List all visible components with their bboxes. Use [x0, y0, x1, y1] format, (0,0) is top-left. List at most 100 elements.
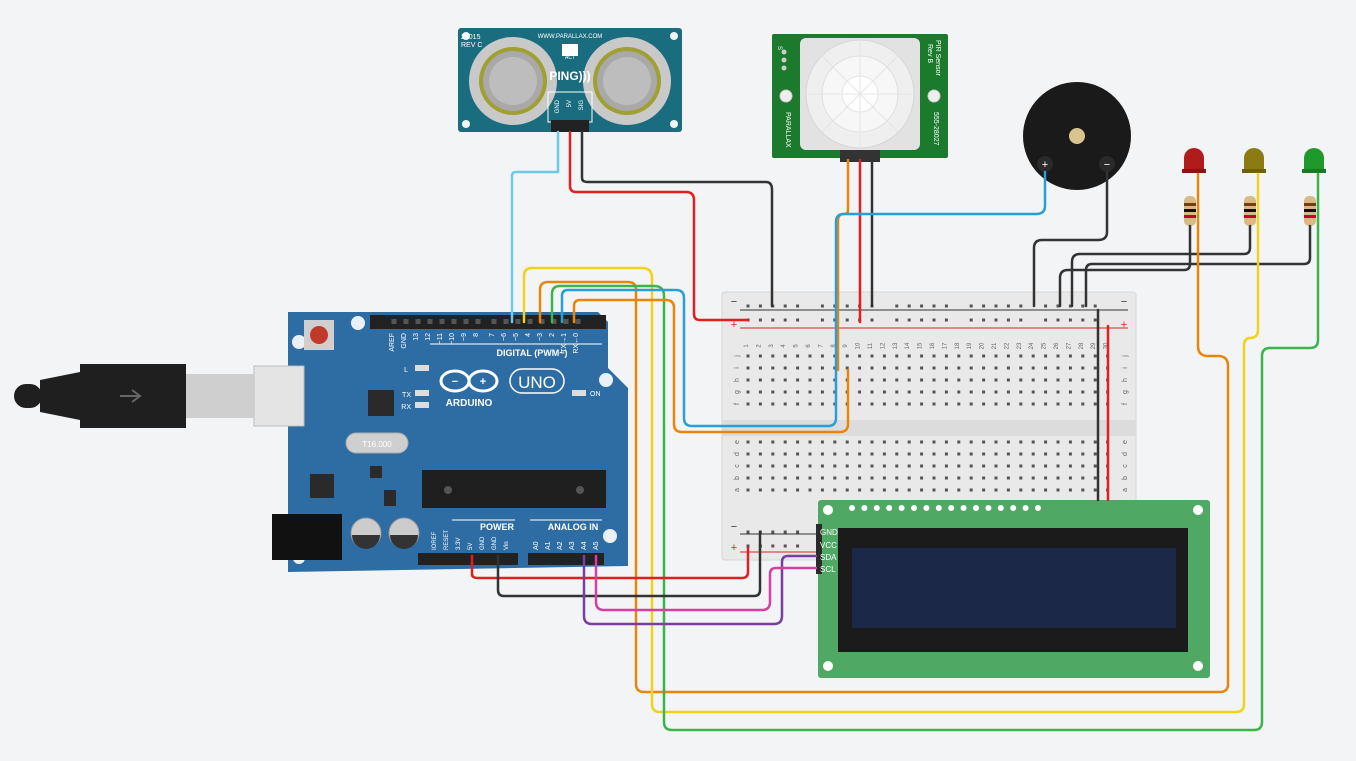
wire-buzzer-neg[interactable] [1032, 170, 1109, 308]
analog-pin-label: A2 [557, 541, 564, 550]
digital-pin-label: GND [401, 333, 408, 349]
digital-pin-label: 4 [525, 333, 532, 337]
wire-led-red-gnd[interactable] [1058, 224, 1192, 308]
power-pin-label: RESET [444, 530, 450, 550]
breadboard-column-label: 2 [756, 344, 762, 348]
resistor-yellow-led[interactable] [1244, 196, 1256, 226]
analog-label: ANALOG IN [548, 522, 599, 532]
ping-pin-sig: SIG [579, 100, 585, 111]
rail-minus-label: − [731, 521, 737, 533]
power-label: POWER [480, 522, 515, 532]
breadboard-column-label: 21 [992, 342, 998, 349]
breadboard-column-label: 27 [1066, 342, 1072, 349]
led-tx-label: TX [402, 392, 411, 399]
crystal-label: T16.000 [362, 440, 392, 449]
led-green[interactable] [1302, 148, 1326, 173]
breadboard-column-label: 30 [1104, 342, 1110, 349]
pir-pin-s: S [776, 46, 782, 50]
digital-pin-label: 13 [413, 333, 420, 341]
rail-plus-label: + [1121, 319, 1127, 331]
wire-d2-orange[interactable] [572, 298, 850, 434]
wire-ping-gnd[interactable] [580, 130, 774, 308]
resistor-green-led[interactable] [1304, 196, 1316, 226]
power-pin-label: Vin [504, 541, 510, 550]
pir-rev: Rev B [926, 44, 933, 63]
digital-pin-label: ~6 [501, 333, 508, 341]
rail-plus-label: + [731, 319, 737, 331]
breadboard-row-label: f [734, 403, 741, 405]
pir-sensor[interactable]: S PIR Sensor Rev B 555-28027 PARALLAX [772, 34, 948, 162]
usb-cable-icon [14, 364, 305, 428]
analog-pin-label: A0 [533, 541, 540, 550]
breadboard-column-label: 3 [769, 344, 775, 348]
ping-ultrasonic-sensor[interactable]: 28015 REV C WWW.PARALLAX.COM ACT PING)))… [458, 28, 682, 132]
breadboard-row-label: b [734, 476, 741, 480]
wire-led-red-anode[interactable] [538, 172, 1230, 694]
breadboard-row-label: b [1122, 476, 1129, 480]
wire-gnd-black[interactable] [496, 530, 762, 598]
wire-ping-5v[interactable] [568, 130, 750, 322]
wire-led-green-anode[interactable] [550, 172, 1320, 732]
reset-button-icon[interactable] [304, 320, 334, 350]
digital-pin-label: 7 [489, 333, 496, 337]
analog-pin-label: A3 [569, 541, 576, 550]
pir-brand: PARALLAX [784, 112, 791, 148]
usb-chip [368, 390, 394, 416]
breadboard-row-label: g [1122, 390, 1129, 394]
wire-led-yellow-gnd[interactable] [1070, 224, 1252, 308]
breadboard-row-label: i [734, 367, 741, 369]
breadboard-column-label: 26 [1054, 342, 1060, 349]
breadboard-row-label: c [1122, 464, 1129, 468]
ping-brand: PING))) [549, 69, 590, 83]
wire-led-yellow-anode[interactable] [522, 172, 1260, 714]
led-yellow[interactable] [1242, 148, 1266, 173]
resistor-red-led[interactable] [1184, 196, 1196, 226]
breadboard-row-label: d [734, 452, 741, 456]
digital-pin-label: ~3 [537, 333, 544, 341]
lcd-header-holes [849, 505, 1041, 511]
svg-text:−: − [452, 376, 458, 388]
breadboard-column-label: 15 [918, 342, 924, 349]
lcd-screen [852, 548, 1176, 628]
wire-a4-sda[interactable] [582, 554, 818, 626]
breadboard-column-label: 10 [856, 342, 862, 349]
breadboard-column-label: 17 [942, 342, 948, 349]
breadboard-column-label: 25 [1042, 342, 1048, 349]
digital-pin-label: RX←0 [573, 333, 580, 354]
digital-pin-label: ~5 [513, 333, 520, 341]
digital-pin-label: ~9 [461, 333, 468, 341]
piezo-buzzer[interactable]: + − [1023, 82, 1131, 190]
breadboard-column-label: 12 [880, 342, 886, 349]
digital-pin-label: 12 [425, 333, 432, 341]
wire-a5-scl[interactable] [594, 554, 818, 612]
breadboard-row-label: e [1122, 440, 1129, 444]
breadboard-column-label: 24 [1029, 342, 1035, 349]
ping-part: 28015 [461, 34, 481, 41]
breadboard-column-label: 6 [806, 344, 812, 348]
breadboard-column-label: 23 [1017, 342, 1023, 349]
breadboard-row-label: a [1122, 488, 1129, 492]
breadboard-column-label: 8 [831, 344, 837, 348]
ping-pin-5v: 5V [567, 100, 573, 107]
led-red[interactable] [1182, 148, 1206, 173]
rail-minus-label: − [1121, 296, 1127, 308]
wire-d3-blue[interactable] [560, 288, 838, 428]
breadboard-column-label: 19 [967, 342, 973, 349]
breadboard-column-label: 13 [893, 342, 899, 349]
digital-pin-label: TX→1 [561, 333, 568, 353]
digital-pin-label: 2 [549, 333, 556, 337]
breadboard-row-label: d [1122, 452, 1129, 456]
rail-minus-label: − [731, 296, 737, 308]
wire-ping-sig[interactable] [510, 130, 560, 324]
lcd-module[interactable]: GND VCC SDA SCL [816, 500, 1210, 678]
power-pin-label: GND [492, 536, 498, 550]
wire-5v-red[interactable] [470, 546, 750, 580]
wire-buzzer-pos[interactable] [834, 170, 1047, 372]
led-l-label: L [404, 367, 408, 374]
digital-pin-label: 8 [473, 333, 480, 337]
